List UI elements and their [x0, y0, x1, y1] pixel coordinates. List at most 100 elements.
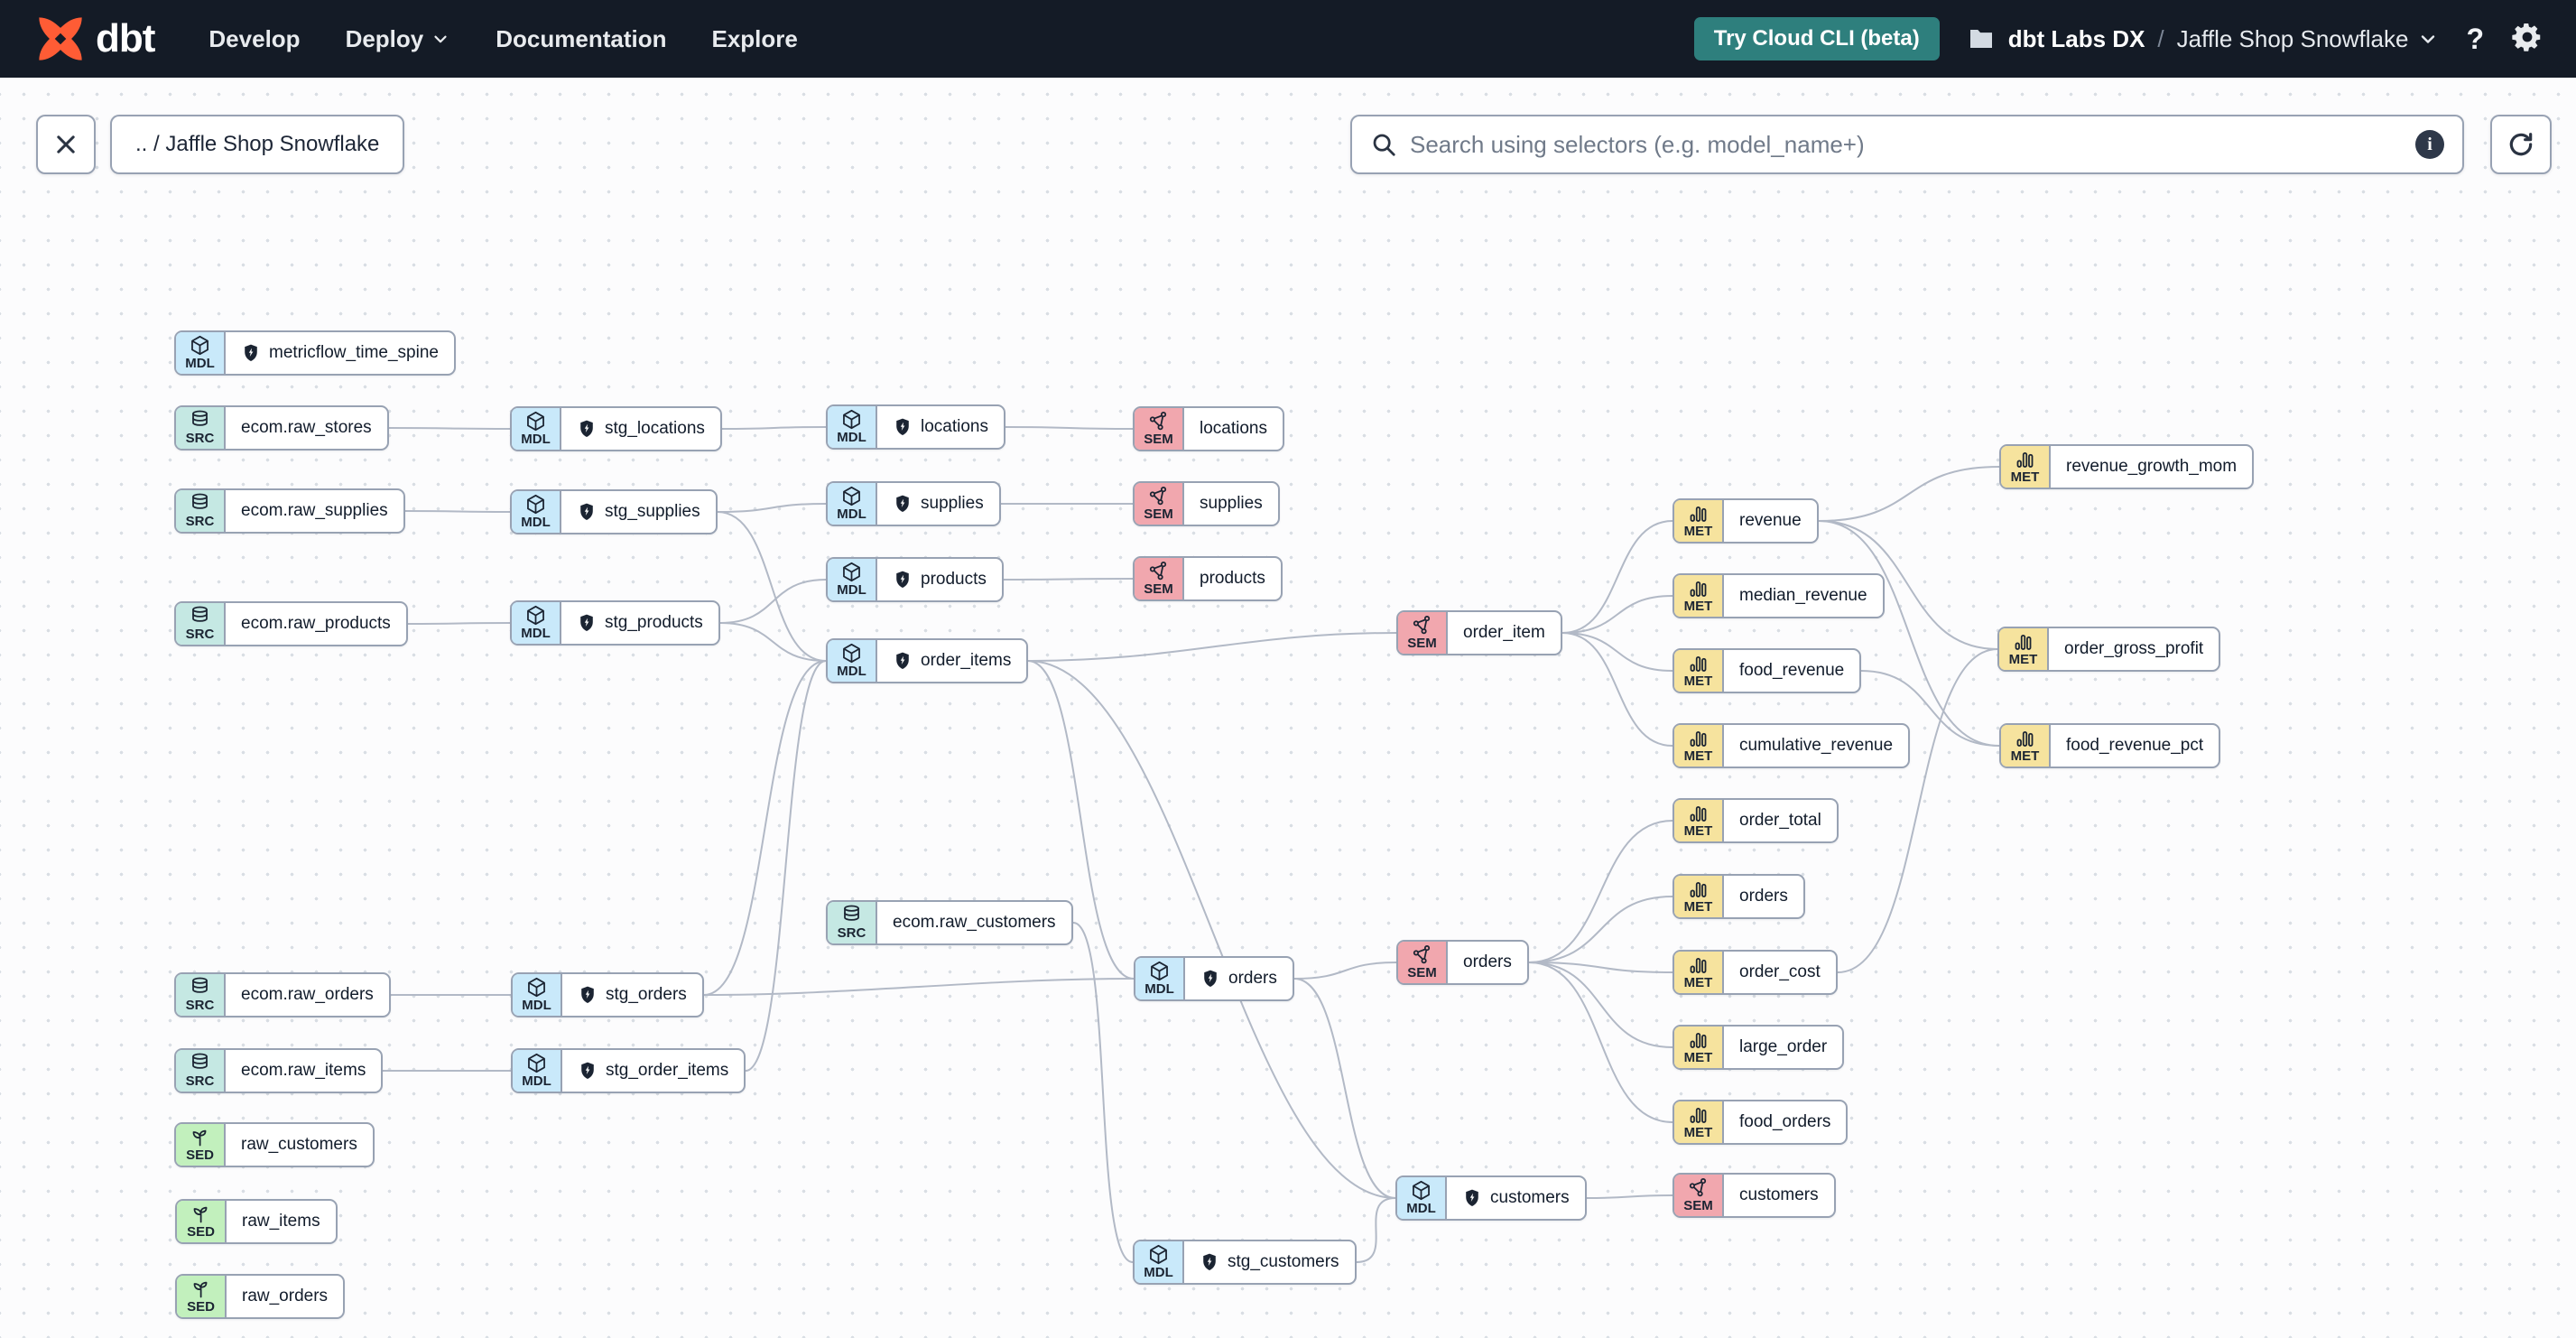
refresh-button[interactable]	[2490, 115, 2552, 174]
protected-shield-icon	[896, 495, 909, 512]
node-label: metricflow_time_spine	[269, 343, 439, 362]
lineage-edge	[1561, 595, 1673, 634]
info-icon[interactable]: i	[2415, 130, 2444, 159]
node-label: ecom.raw_products	[241, 614, 391, 633]
node-label: stg_products	[605, 613, 703, 632]
node-body: ecom.raw_customers	[877, 902, 1071, 943]
node-type-badge: MDL	[828, 640, 877, 682]
node-label: order_cost	[1739, 962, 1821, 981]
nav-item-explore[interactable]: Explore	[711, 25, 797, 53]
node-type-badge: SRC	[176, 974, 226, 1016]
node-label: supplies	[1200, 494, 1263, 513]
nav-item-develop[interactable]: Develop	[208, 25, 300, 53]
seed-icon	[192, 1129, 207, 1147]
lineage-edge	[1528, 896, 1673, 963]
node-type-label: MDL	[837, 506, 866, 523]
close-lineage-button[interactable]	[36, 115, 96, 174]
node-body: locations	[1184, 408, 1283, 450]
node-label: revenue_growth_mom	[2066, 457, 2238, 476]
node-body: orders	[1724, 876, 1803, 917]
chevron-down-icon	[434, 35, 447, 43]
search-input[interactable]	[1410, 130, 2403, 159]
dbt-logo[interactable]: dbt	[34, 13, 155, 65]
search-icon	[1373, 134, 1395, 156]
try-cloud-cli-button[interactable]: Try Cloud CLI (beta)	[1693, 17, 1940, 60]
node-mdl_order_items[interactable]: MDL order_items	[826, 638, 1029, 683]
project-switcher[interactable]: Jaffle Shop Snowflake	[2177, 25, 2440, 53]
node-label: food_revenue	[1739, 661, 1845, 680]
lineage-edge	[1528, 820, 1673, 963]
lineage-edge	[719, 579, 827, 624]
node-label: order_items	[921, 651, 1012, 670]
node-type-badge: MDL	[828, 559, 877, 600]
navbar-menu: Develop Deploy Documentation Explore	[208, 25, 797, 53]
lineage-edge	[1818, 520, 1998, 650]
lineage-edge	[1293, 962, 1397, 980]
lineage-edge	[1003, 578, 1134, 581]
account-name[interactable]: dbt Labs DX	[2007, 24, 2145, 52]
node-label: customers	[1490, 1188, 1570, 1207]
node-label: ecom.raw_customers	[893, 913, 1056, 932]
lineage-edge	[721, 426, 827, 430]
node-label: raw_orders	[242, 1287, 329, 1305]
nav-item-deploy[interactable]: Deploy	[346, 25, 451, 53]
node-body: revenue	[1724, 500, 1817, 542]
folder-icon	[1969, 30, 1992, 48]
help-icon[interactable]: ?	[2466, 22, 2484, 55]
metric-icon	[1690, 806, 1707, 822]
source-database-icon	[192, 1053, 208, 1070]
node-type-badge: MDL	[1135, 958, 1185, 999]
model-cube-icon	[1151, 962, 1168, 981]
node-type-label: SEM	[1407, 965, 1437, 981]
metric-icon	[1690, 958, 1707, 974]
semantic-model-icon	[1149, 487, 1167, 506]
nav-item-documentation[interactable]: Documentation	[496, 25, 666, 53]
protected-shield-icon	[581, 986, 594, 1003]
settings-gear-icon[interactable]	[2511, 21, 2544, 58]
node-type-label: MET	[1683, 823, 1713, 840]
node-body: orders	[1185, 958, 1293, 999]
lineage-edge	[1027, 660, 1135, 980]
breadcrumb[interactable]: .. / Jaffle Shop Snowflake	[110, 115, 405, 174]
